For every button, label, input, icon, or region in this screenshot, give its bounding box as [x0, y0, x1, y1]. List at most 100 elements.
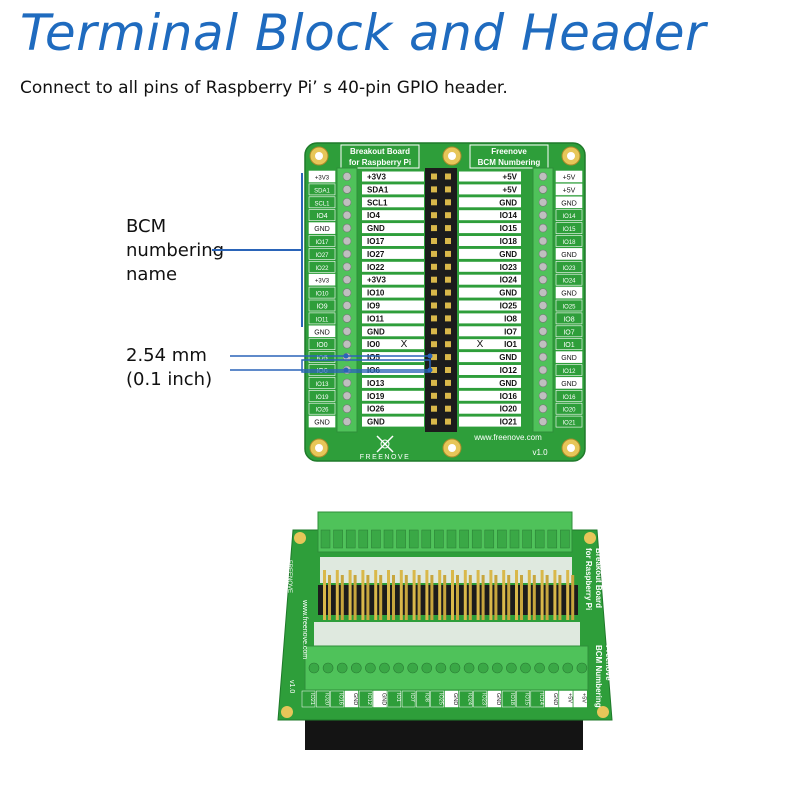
bottom-label-text: GND	[452, 693, 458, 705]
pin-icon	[361, 570, 365, 620]
left-outer-cell	[308, 338, 336, 351]
bottom-label-text: IO1	[395, 693, 401, 702]
right-inner-label: IO14	[500, 211, 518, 220]
bottom-label-text: IO25	[438, 693, 444, 705]
left-inner-cell	[362, 171, 424, 182]
right-outer-label: IO7	[563, 329, 574, 336]
left-outer-label: GND	[314, 329, 330, 336]
pin-icon	[463, 570, 467, 620]
pin-icon	[387, 570, 390, 620]
right-inner-cell	[459, 171, 521, 182]
url-label: www.freenove.com	[473, 433, 542, 442]
right-outer-label: GND	[561, 252, 577, 259]
right-outer-label: IO18	[562, 240, 576, 246]
screw-icon	[538, 417, 548, 426]
pin-icon	[431, 367, 437, 373]
left-outer-label: SDA1	[314, 188, 330, 194]
pin-icon	[340, 575, 344, 620]
screw-icon	[407, 662, 419, 674]
right-inner-label: +5V	[503, 185, 518, 194]
right-inner-cell	[459, 377, 521, 388]
screw-icon	[396, 529, 406, 549]
right-outer-label: IO21	[562, 421, 576, 427]
left-inner-cell	[362, 313, 424, 324]
screw-icon	[342, 185, 352, 194]
nc-mark-left: X	[401, 339, 408, 350]
screw-icon	[408, 529, 419, 549]
screw-icon	[342, 223, 352, 233]
screw-icon	[336, 662, 348, 674]
pin-icon	[431, 379, 437, 386]
right-outer-label: IO24	[562, 279, 576, 285]
left-outer-label: IO10	[315, 292, 329, 298]
screw-icon	[342, 339, 352, 349]
pin-icon	[502, 570, 506, 620]
pitch-callout: 2.54 mm (0.1 inch)	[126, 344, 212, 392]
pin-icon	[417, 575, 421, 620]
pin-icon	[540, 570, 544, 620]
right-inner-cell	[459, 313, 521, 324]
left-outer-label: IO13	[315, 382, 329, 388]
front-terminal-screws	[308, 662, 588, 674]
pin-icon	[399, 570, 403, 620]
bottom-label-cell	[444, 690, 459, 708]
back-terminal-block	[317, 511, 573, 553]
screw-icon	[560, 529, 570, 549]
screw-icon	[342, 326, 352, 336]
left-inner-cell	[362, 390, 424, 401]
left-inner-label: IO11	[367, 314, 384, 323]
pin-icon	[545, 575, 549, 620]
pin-icon	[323, 570, 326, 620]
left-outer-label: IO19	[315, 395, 329, 401]
screw-icon	[538, 288, 548, 297]
left-outer-label: GND	[314, 420, 330, 427]
screw-icon	[342, 288, 352, 297]
right-outer-label: GND	[561, 381, 577, 388]
bottom-label-text: IO15	[524, 693, 530, 705]
bottom-label-cell	[459, 690, 473, 708]
screw-icon	[342, 404, 352, 414]
bottom-label-cell	[559, 690, 573, 708]
right-inner-label: IO25	[500, 302, 518, 311]
right-outer-label: IO1	[563, 342, 574, 349]
left-inner-cell	[362, 352, 424, 363]
pin-icon	[430, 575, 434, 620]
screw-icon	[333, 529, 343, 549]
pin-icon	[348, 570, 352, 620]
right-outer-cell	[555, 402, 583, 415]
right-outer-cell	[555, 183, 583, 196]
right-inner-label: IO16	[500, 392, 518, 401]
bottom-label-text: IO7	[409, 693, 415, 702]
left-inner-cell	[362, 261, 424, 272]
bottom-label-text: +5V	[566, 693, 572, 703]
left-inner-label: IO4	[367, 211, 380, 220]
screw-icon	[520, 662, 531, 674]
bottom-label-text: IO20	[323, 693, 329, 705]
left-inner-cell	[362, 326, 424, 337]
pin-icon	[445, 354, 451, 361]
pin-icon	[571, 575, 575, 620]
perspective-header-left-line1: Breakout Board	[594, 548, 603, 608]
left-inner-label: IO17	[367, 237, 385, 246]
right-inner-label: GND	[499, 198, 517, 207]
left-inner-label: IO27	[367, 250, 385, 259]
left-inner-label: GND	[367, 327, 385, 336]
screw-icon	[342, 417, 352, 426]
right-outer-label: IO15	[562, 227, 576, 233]
screw-icon	[350, 662, 362, 674]
right-outer-label: GND	[561, 291, 577, 298]
right-inner-label: GND	[499, 353, 517, 362]
right-inner-cell	[459, 184, 521, 195]
perspective-header-right-line2: BCM Numbering	[594, 645, 603, 708]
left-outer-cell	[308, 312, 336, 325]
right-inner-cell	[459, 390, 521, 401]
bottom-label-text: GND	[381, 693, 387, 705]
left-inner-cell	[362, 223, 424, 234]
screw-icon	[342, 391, 352, 401]
pin-icon	[431, 212, 437, 219]
right-inner-label: IO1	[504, 340, 517, 349]
pin-icon	[456, 575, 459, 620]
screw-icon	[538, 352, 548, 362]
left-outer-cell	[308, 299, 336, 312]
screw-icon	[538, 172, 548, 181]
